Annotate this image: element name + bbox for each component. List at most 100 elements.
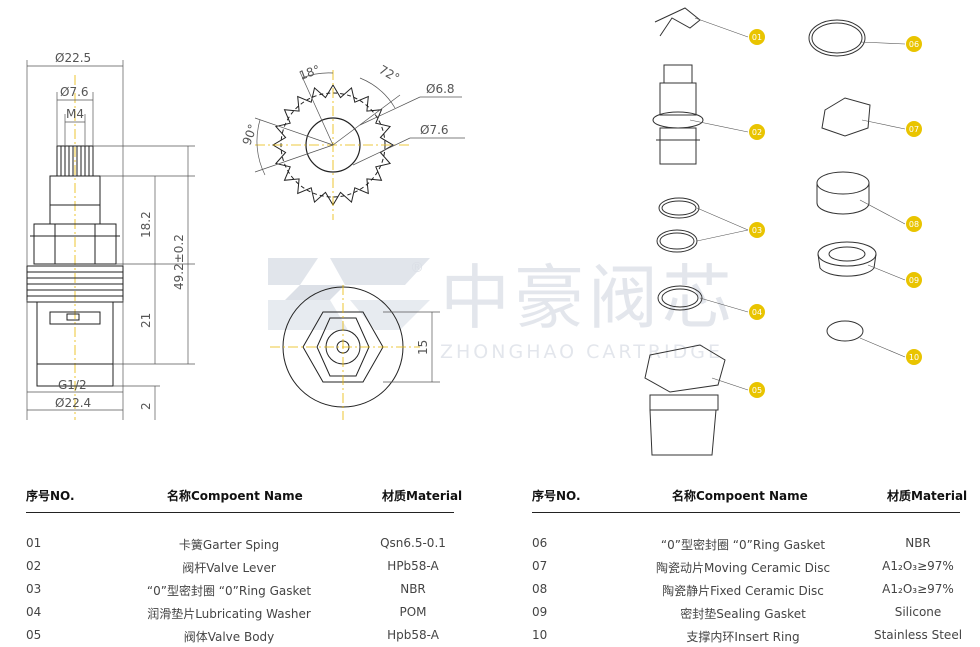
dim-base-step: 2 (139, 402, 153, 410)
callout-label: 05 (752, 386, 762, 395)
table-cell-material: NBR (400, 582, 426, 596)
spline-section-view (254, 70, 465, 220)
part-03-o-rings (656, 197, 700, 253)
table-cell-name: 润滑垫片Lubricating Washer (147, 607, 311, 621)
callout-circle (906, 121, 922, 137)
col-header-material: 材质Material (382, 489, 463, 503)
table-cell-name: “0”型密封圈 “0”Ring Gasket (146, 584, 312, 598)
table-cell-name: 阀体Valve Body (183, 630, 275, 644)
angle-18: 18° (297, 62, 322, 82)
table-cell-material: NBR (905, 536, 931, 550)
table-cell-material: Silicone (894, 605, 942, 619)
part-05-valve-body (644, 344, 726, 456)
drawing-canvas: ® 中豪阀芯 ZHONGHAO CARTRIDGE (26, 7, 922, 456)
table-cell-material: A1₂O₃≥97% (882, 559, 954, 573)
table-cell-no: 03 (26, 582, 42, 596)
callout-03: 03 (749, 222, 765, 238)
spline-head (56, 145, 94, 177)
part-02-valve-lever (652, 64, 704, 165)
col-header-name: 名称Compoent Name (672, 489, 808, 503)
callout-circle (906, 216, 922, 232)
top-plan-view (270, 285, 440, 420)
callout-07: 07 (906, 121, 922, 137)
callout-circle (906, 349, 922, 365)
dim-height-total: 49.2±0.2 (172, 234, 186, 290)
dim-spline-outer: Ø7.6 (420, 123, 449, 137)
table-cell-name: 卡簧Garter Sping (178, 538, 280, 552)
callout-05: 05 (749, 382, 765, 398)
table-cell-no: 08 (532, 582, 548, 596)
part-09-sealing-gasket (817, 241, 877, 277)
callout-04: 04 (749, 304, 765, 320)
callout-label: 04 (752, 308, 762, 317)
table-cell-material: POM (399, 605, 427, 619)
header-rule (532, 512, 960, 513)
watermark-en: ZHONGHAO CARTRIDGE (440, 341, 723, 363)
callout-markers: 01 02 03 04 05 06 07 08 09 10 (749, 29, 922, 398)
col-header-name: 名称Compoent Name (167, 489, 303, 503)
callout-leaders (689, 17, 906, 391)
dim-height-lower: 21 (139, 313, 153, 328)
dim-spline-inner: Ø6.8 (426, 82, 455, 96)
callout-09: 09 (906, 272, 922, 288)
part-06-o-ring (808, 19, 866, 57)
table-cell-material: A1₂O₃≥97% (882, 582, 954, 596)
parts-table-left: 序号NO. 名称Compoent Name 材质Material 01 卡簧Gar… (0, 487, 463, 647)
header-rule (26, 512, 454, 513)
callout-08: 08 (906, 216, 922, 232)
callout-label: 06 (909, 40, 919, 49)
callout-circle (749, 382, 765, 398)
watermark-logo (268, 258, 430, 330)
callout-circle (749, 29, 765, 45)
table-cell-material: Stainless Steel (873, 628, 963, 642)
callout-06: 06 (906, 36, 922, 52)
angle-72: 72° (377, 62, 402, 85)
table-cell-no: 01 (26, 536, 42, 550)
col-header-material: 材质Material (887, 489, 968, 503)
callout-label: 01 (752, 33, 762, 42)
callout-label: 03 (752, 226, 762, 235)
col-header-no: 序号NO. (26, 489, 75, 503)
watermark: ® 中豪阀芯 ZHONGHAO CARTRIDGE (268, 257, 736, 363)
table-cell-material: Hpb58-A (387, 628, 439, 642)
callout-circle (749, 124, 765, 140)
col-header-no: 序号NO. (532, 489, 581, 503)
side-elevation (26, 60, 195, 420)
thread (26, 265, 124, 303)
callout-circle (906, 36, 922, 52)
callout-02: 02 (749, 124, 765, 140)
table-cell-no: 10 (532, 628, 548, 642)
hex-body (33, 223, 117, 265)
table-cell-no: 06 (532, 536, 548, 550)
exploded-parts (644, 7, 877, 456)
table-cell-name: 阀杆Valve Lever (182, 561, 276, 575)
parts-table-right: 序号NO. 名称Compoent Name 材质Material 06 “0”型密… (0, 487, 980, 647)
dim-thread-top: M4 (66, 107, 84, 121)
dim-thread-bottom: G1/2 (58, 378, 87, 392)
callout-label: 10 (909, 353, 919, 362)
callout-10: 10 (906, 349, 922, 365)
table-cell-name: 陶瓷静片Fixed Ceramic Disc (662, 584, 824, 598)
table-cell-material: Qsn6.5-0.1 (380, 536, 446, 550)
dim-stem-diameter: Ø7.6 (60, 85, 89, 99)
table-cell-no: 02 (26, 559, 42, 573)
callout-label: 08 (909, 220, 919, 229)
part-07-moving-disc (821, 97, 871, 137)
table-cell-name: 陶瓷动片Moving Ceramic Disc (655, 561, 831, 575)
callout-circle (906, 272, 922, 288)
part-01-garter-spring (654, 7, 701, 37)
table-cell-no: 09 (532, 605, 548, 619)
callout-circle (749, 304, 765, 320)
watermark-cn: 中豪阀芯 (440, 257, 736, 339)
part-04-washer (657, 285, 703, 311)
table-cell-no: 07 (532, 559, 548, 573)
callout-label: 02 (752, 128, 762, 137)
table-cell-no: 05 (26, 628, 42, 642)
callout-label: 07 (909, 125, 919, 134)
table-cell-material: HPb58-A (387, 559, 439, 573)
dim-base-diameter: Ø22.4 (55, 396, 91, 410)
table-cell-name: 支撑内环Insert Ring (686, 630, 800, 644)
table-cell-name: “0”型密封圈 “0”Ring Gasket (660, 538, 826, 552)
dim-overall-diameter: Ø22.5 (55, 51, 91, 65)
watermark-registered-mark: ® (410, 260, 424, 276)
